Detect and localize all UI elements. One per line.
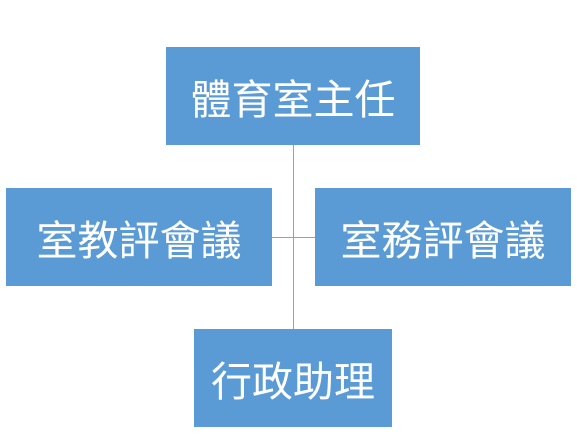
node-administrative-assistant-label: 行政助理	[211, 358, 375, 406]
node-affairs-evaluation-committee: 室務評會議	[315, 188, 571, 286]
node-administrative-assistant: 行政助理	[194, 329, 392, 427]
node-director: 體育室主任	[166, 47, 420, 145]
node-affairs-evaluation-committee-label: 室務評會議	[340, 217, 546, 265]
node-teacher-evaluation-committee: 室教評會議	[6, 188, 272, 286]
connector-horizontal-line	[272, 237, 315, 238]
node-teacher-evaluation-committee-label: 室教評會議	[36, 217, 242, 265]
node-director-label: 體育室主任	[190, 76, 396, 124]
